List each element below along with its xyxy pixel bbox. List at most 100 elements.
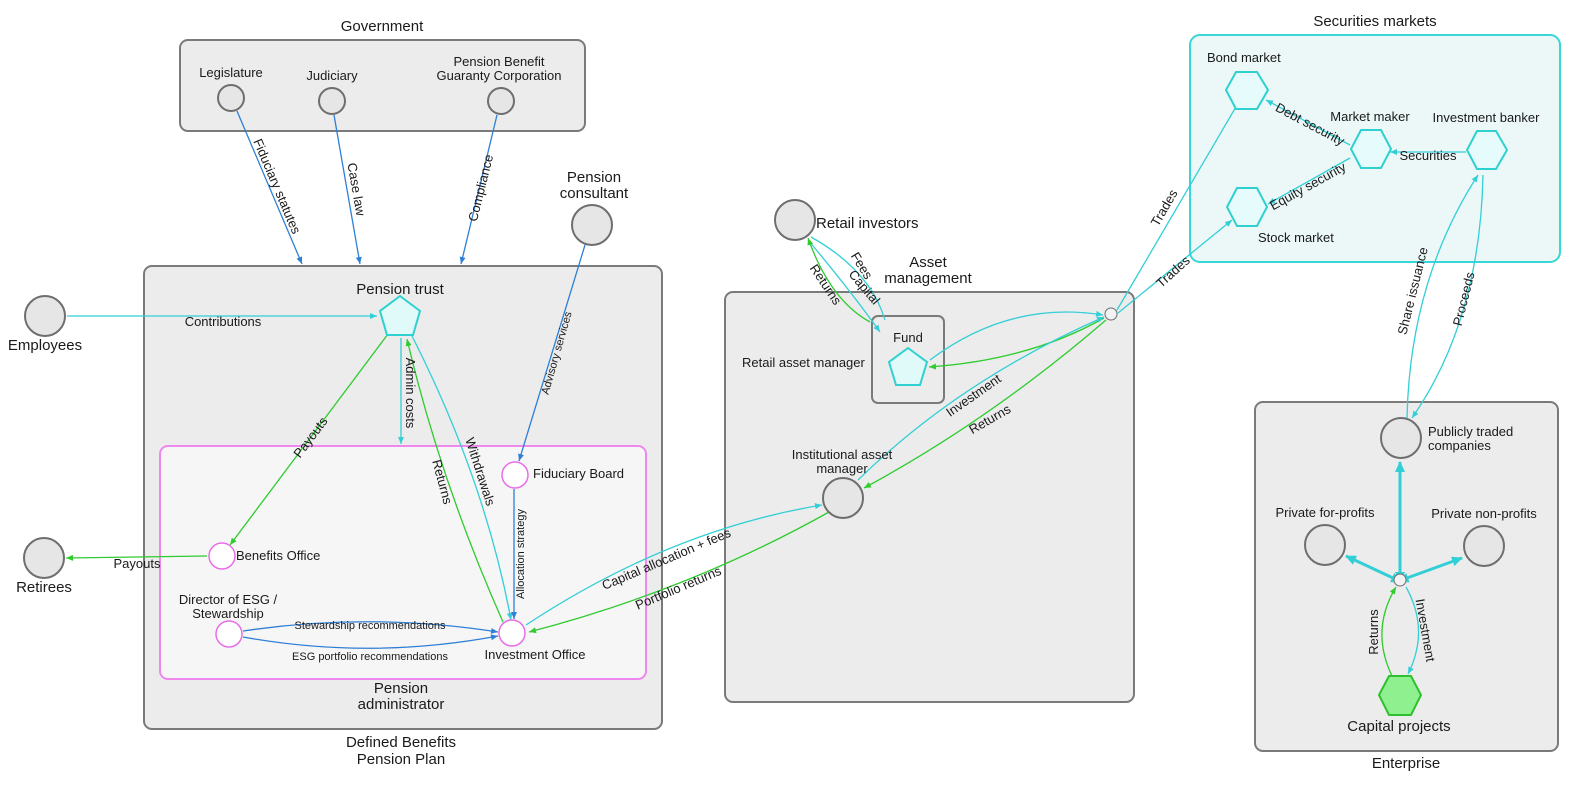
label-returns-cp: Returns bbox=[1366, 609, 1381, 655]
capital-projects-node[interactable]: Capital projects bbox=[1347, 675, 1451, 735]
investment-banker-node[interactable]: Investment banker bbox=[1433, 110, 1541, 170]
legislature-label: Legislature bbox=[199, 65, 263, 80]
enterprise-label: Enterprise bbox=[1372, 755, 1440, 772]
government-label: Government bbox=[341, 18, 424, 35]
government-cluster: Government bbox=[179, 18, 586, 132]
employees-node[interactable]: Employees bbox=[8, 295, 82, 354]
fund-label: Fund bbox=[893, 330, 923, 345]
edge-trades-stock bbox=[1110, 219, 1233, 320]
edge-non-profits-hub bbox=[1397, 556, 1463, 583]
pbgc-label-2: Guaranty Corporation bbox=[436, 68, 561, 83]
label-fiduciary-statutes: Fiduciary statutes bbox=[250, 136, 304, 236]
pbgc-label-1: Pension Benefit bbox=[453, 54, 544, 69]
edge-portfolio-returns bbox=[528, 511, 830, 634]
pension-consultant-label-2: consultant bbox=[560, 185, 629, 202]
private-non-profits-node[interactable]: Private non-profits bbox=[1431, 506, 1537, 567]
edge-capital bbox=[807, 239, 881, 333]
asset-management-cluster: Asset management bbox=[724, 254, 1135, 703]
market-maker-node[interactable]: Market maker bbox=[1330, 109, 1410, 169]
pension-administrator-cluster: Pension administrator bbox=[159, 445, 647, 713]
edge-returns-trust bbox=[405, 338, 504, 623]
edge-payouts-retirees bbox=[65, 554, 208, 561]
fiduciary-board-label: Fiduciary Board bbox=[533, 466, 624, 481]
edge-investment-cp bbox=[1405, 586, 1420, 675]
edge-fund-to-hub bbox=[929, 310, 1104, 361]
retail-asset-manager-label: Retail asset manager bbox=[742, 355, 866, 370]
benefits-office-node[interactable]: Benefits Office bbox=[208, 542, 320, 570]
pension-consultant-label-1: Pension bbox=[567, 169, 621, 186]
investment-office-node[interactable]: Investment Office bbox=[485, 619, 586, 662]
publicly-traded-node[interactable]: Publicly traded companies bbox=[1380, 417, 1513, 459]
benefits-office-label: Benefits Office bbox=[236, 548, 320, 563]
enterprise-hub-node[interactable] bbox=[1393, 573, 1407, 587]
label-case-law: Case law bbox=[344, 162, 368, 218]
pension-trust-node[interactable]: Pension trust bbox=[356, 281, 445, 336]
asset-management-label-2: management bbox=[884, 270, 972, 287]
edge-withdrawals bbox=[411, 335, 513, 621]
employees-label: Employees bbox=[8, 337, 82, 354]
label-admin-costs: Admin costs bbox=[403, 358, 418, 429]
edge-returns-retail bbox=[807, 237, 871, 323]
director-esg-label-2: Stewardship bbox=[192, 606, 264, 621]
fund-node[interactable]: Fund bbox=[887, 330, 929, 386]
securities-markets-label: Securities markets bbox=[1313, 13, 1436, 30]
edge-compliance bbox=[459, 114, 498, 265]
capital-projects-label: Capital projects bbox=[1347, 718, 1450, 735]
edge-stewardship-recs bbox=[242, 621, 499, 634]
edge-case-law bbox=[333, 114, 362, 265]
label-proceeds: Proceeds bbox=[1450, 270, 1478, 327]
edge-advisory-services bbox=[518, 244, 586, 462]
edge-fiduciary-statutes bbox=[236, 110, 303, 265]
edge-hub-to-fund bbox=[928, 317, 1105, 370]
investment-office-label: Investment Office bbox=[485, 647, 586, 662]
label-trades-bond: Trades bbox=[1148, 186, 1181, 229]
market-maker-label: Market maker bbox=[1330, 109, 1410, 124]
label-esg-recs: ESG portfolio recommendations bbox=[292, 651, 448, 663]
private-for-profits-node[interactable]: Private for-profits bbox=[1276, 505, 1375, 566]
defined-benefits-label-2: Pension Plan bbox=[357, 751, 445, 768]
judiciary-node[interactable]: Judiciary bbox=[306, 68, 358, 115]
pension-consultant-node[interactable]: Pension consultant bbox=[560, 169, 629, 246]
edge-fees bbox=[810, 236, 886, 321]
pension-trust-label: Pension trust bbox=[356, 281, 444, 298]
asset-hub-node[interactable] bbox=[1104, 307, 1118, 321]
edge-equity-security bbox=[1267, 157, 1351, 205]
edge-payouts-trust bbox=[229, 333, 389, 546]
private-non-profits-label: Private non-profits bbox=[1431, 506, 1537, 521]
stock-market-label: Stock market bbox=[1258, 230, 1334, 245]
publicly-traded-label-1: Publicly traded bbox=[1428, 424, 1513, 439]
label-payouts-retirees: Payouts bbox=[114, 556, 161, 571]
label-trades-stock: Trades bbox=[1153, 252, 1193, 290]
pension-administrator-label-1: Pension bbox=[374, 680, 428, 697]
institutional-asset-manager-label-2: manager bbox=[816, 461, 868, 476]
edge-debt-security bbox=[1265, 99, 1351, 146]
label-allocation-strategy: Allocation strategy bbox=[515, 509, 527, 599]
legislature-node[interactable]: Legislature bbox=[199, 65, 263, 112]
label-contributions: Contributions bbox=[185, 314, 262, 329]
bond-market-node[interactable]: Bond market bbox=[1207, 50, 1281, 110]
label-compliance: Compliance bbox=[465, 153, 496, 223]
retirees-label: Retirees bbox=[16, 579, 72, 596]
edge-esg-recs bbox=[242, 634, 499, 649]
edge-proceeds bbox=[1411, 174, 1484, 419]
retirees-node[interactable]: Retirees bbox=[16, 537, 72, 596]
label-securities: Securities bbox=[1399, 148, 1457, 163]
edge-investment-am bbox=[857, 316, 1105, 481]
stock-market-node[interactable]: Stock market bbox=[1225, 187, 1334, 245]
edge-returns-cp bbox=[1381, 586, 1397, 677]
retail-investors-node[interactable]: Retail investors bbox=[774, 199, 919, 241]
private-for-profits-label: Private for-profits bbox=[1276, 505, 1375, 520]
asset-management-label-1: Asset bbox=[909, 254, 947, 271]
investment-banker-label: Investment banker bbox=[1433, 110, 1541, 125]
pbgc-node[interactable]: Pension Benefit Guaranty Corporation bbox=[436, 54, 562, 115]
edge-share-issuance bbox=[1406, 174, 1479, 419]
institutional-asset-manager-node[interactable]: Institutional asset manager bbox=[792, 447, 893, 519]
edge-for-profits-hub bbox=[1345, 554, 1403, 583]
institutional-asset-manager-label-1: Institutional asset bbox=[792, 447, 893, 462]
label-stewardship-recs: Stewardship recommendations bbox=[294, 620, 446, 632]
fiduciary-board-node[interactable]: Fiduciary Board bbox=[501, 461, 624, 489]
edge-returns-am bbox=[863, 319, 1107, 489]
pension-administrator-label-2: administrator bbox=[358, 696, 445, 713]
director-esg-node[interactable]: Director of ESG / Stewardship bbox=[179, 592, 278, 648]
